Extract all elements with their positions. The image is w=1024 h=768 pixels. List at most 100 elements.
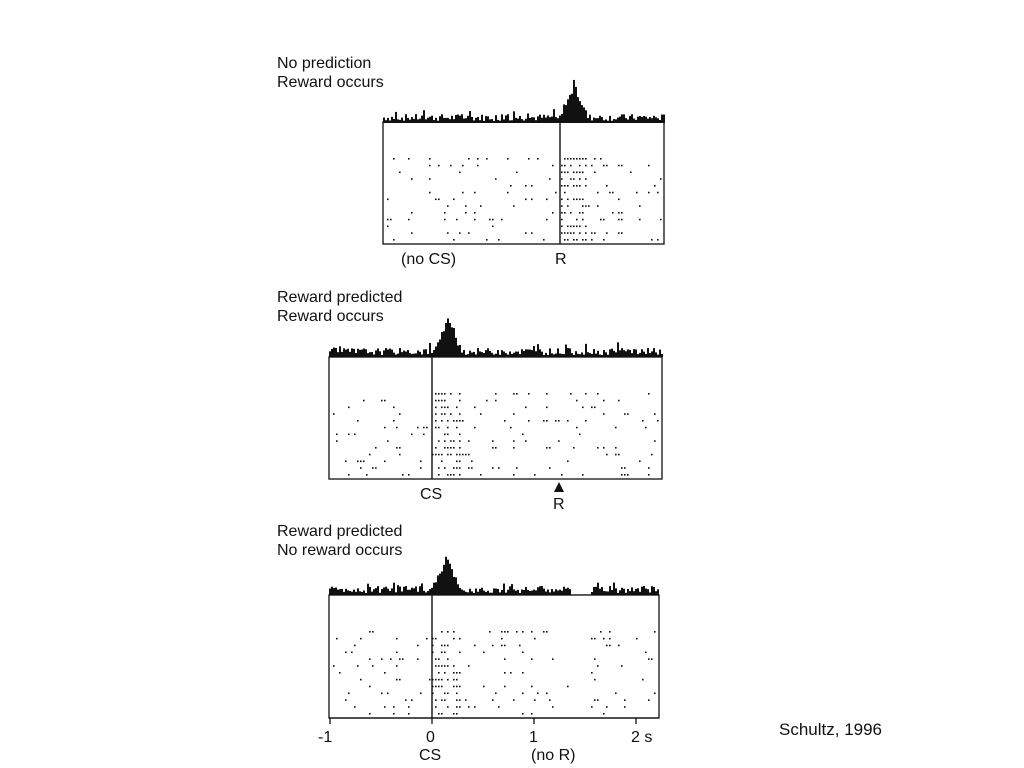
histogram-bin — [559, 589, 561, 595]
raster-spike — [549, 467, 551, 469]
raster-spike — [618, 164, 620, 167]
raster-spike — [546, 406, 548, 409]
raster-spike — [516, 467, 518, 469]
raster-spike — [360, 460, 362, 463]
histogram-bin — [621, 348, 623, 357]
histogram-bin — [523, 590, 525, 595]
raster-spike — [357, 665, 359, 667]
histogram-bin — [653, 115, 655, 123]
raster-spike — [606, 453, 608, 456]
panel-no-prediction: No prediction Reward occurs (no CS) R — [277, 55, 665, 268]
raster-spike — [372, 631, 374, 633]
raster-spike — [474, 706, 476, 708]
histogram-bin — [617, 592, 619, 595]
histogram-bin — [633, 118, 635, 123]
histogram-bin — [469, 350, 471, 357]
raster-spike — [447, 205, 449, 207]
histogram-bin — [403, 586, 405, 595]
raster-spike — [576, 185, 578, 187]
histogram-bin — [567, 348, 569, 357]
raster-spike — [432, 453, 434, 456]
raster-spike — [606, 164, 608, 167]
raster-spike — [618, 212, 620, 214]
histogram-bin — [359, 591, 361, 595]
raster-spike — [351, 651, 353, 654]
raster-spike — [579, 198, 581, 201]
histogram-bin — [597, 118, 599, 123]
raster-spike — [609, 631, 611, 633]
histogram-bin — [415, 114, 417, 123]
raster-spike — [618, 399, 620, 402]
histogram-bin — [565, 344, 567, 357]
histogram-bin — [413, 353, 415, 357]
histogram-bin — [441, 114, 443, 123]
histogram-bin — [573, 79, 575, 123]
raster-spike — [387, 692, 389, 695]
raster-spike — [447, 658, 449, 660]
raster-spike — [495, 399, 497, 402]
raster-spike — [579, 171, 581, 174]
raster-spike — [522, 433, 524, 436]
histogram-bin — [565, 105, 567, 123]
raster-spike — [585, 158, 587, 160]
x-tick-label-0: 0 — [426, 729, 435, 746]
raster-spike — [432, 692, 434, 695]
histogram-bin — [615, 352, 617, 357]
histogram-bin — [465, 354, 467, 357]
raster-spike — [435, 406, 437, 409]
histogram-bin — [657, 354, 659, 357]
raster-spike — [591, 637, 593, 640]
raster-spike — [498, 467, 500, 469]
histogram-bin — [397, 353, 399, 357]
histogram-bin — [439, 116, 441, 123]
raster-spike — [441, 685, 443, 688]
raster-spike — [537, 158, 539, 160]
histogram-bin — [619, 116, 621, 123]
raster-spike — [621, 218, 623, 221]
histogram-bin — [549, 117, 551, 123]
raster-spike — [456, 420, 458, 422]
raster-spike — [474, 406, 476, 409]
histogram-bin — [427, 117, 429, 123]
histogram-bin — [385, 586, 387, 595]
raster-spike — [567, 232, 569, 234]
raster-spike — [648, 699, 650, 701]
histogram-bin — [597, 582, 599, 595]
histogram-bin — [521, 349, 523, 357]
histogram-bin — [653, 587, 655, 595]
raster-spike — [627, 413, 629, 415]
raster-spike — [492, 467, 494, 469]
raster-spike — [579, 158, 581, 160]
raster-spike — [387, 198, 389, 201]
histogram-bin — [553, 354, 555, 357]
raster-spike — [441, 665, 443, 667]
histogram-bin — [461, 589, 463, 595]
histogram-bin — [607, 591, 609, 595]
raster-spike — [462, 191, 464, 194]
raster-spike — [459, 467, 461, 469]
raster-spike — [555, 420, 557, 422]
histogram-bin — [525, 118, 527, 123]
histogram-bin — [459, 344, 461, 357]
raster-spike — [651, 239, 653, 241]
histogram-bin — [387, 349, 389, 357]
raster-spike — [444, 433, 446, 436]
raster-spike — [507, 158, 509, 160]
raster-spike — [525, 232, 527, 234]
histogram-bin — [351, 591, 353, 595]
raster-spike — [444, 672, 446, 674]
raster-spike — [393, 239, 395, 241]
panel-1-title-line-1: No prediction — [277, 55, 371, 72]
raster-spike — [450, 164, 452, 167]
histogram-bin — [601, 587, 603, 595]
histogram-bin — [463, 350, 465, 357]
panel-reward-predicted-occurs: Reward predicted Reward occurs CS R — [277, 289, 663, 513]
histogram-bin — [655, 117, 657, 123]
raster-spike — [435, 198, 437, 201]
histogram-bin — [613, 119, 615, 123]
raster-spike — [525, 440, 527, 442]
histogram-bin — [397, 119, 399, 123]
raster-spike — [438, 685, 440, 688]
histogram-bin — [427, 353, 429, 357]
raster-spike — [567, 225, 569, 228]
